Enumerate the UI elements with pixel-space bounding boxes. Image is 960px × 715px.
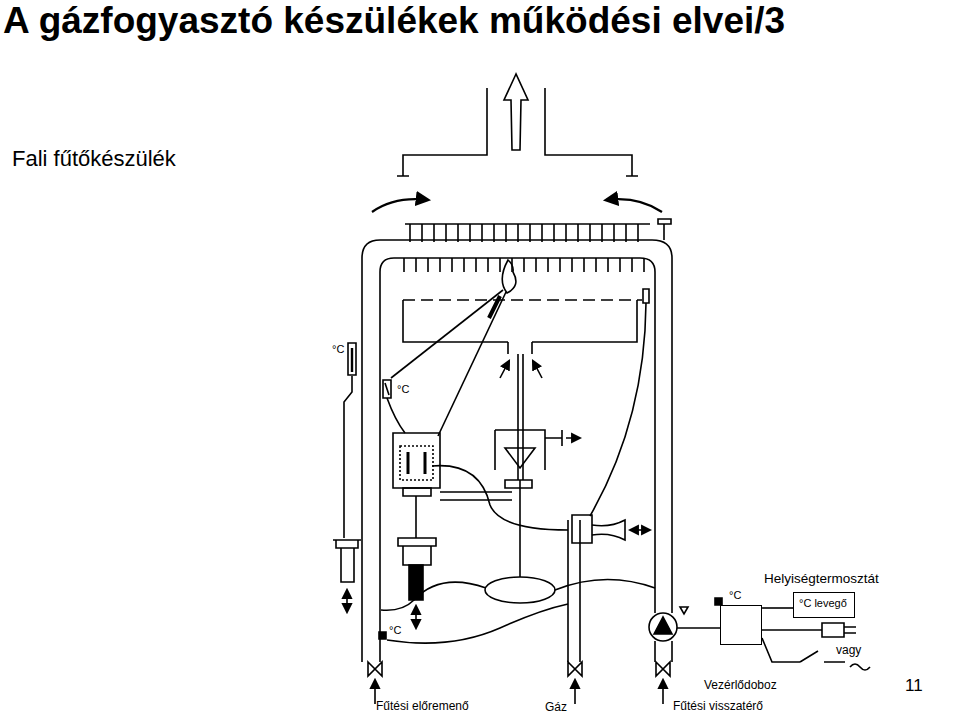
control-wiring	[715, 598, 722, 605]
page-number: 11	[905, 677, 923, 696]
safety-valve	[333, 540, 361, 612]
control-wiring	[844, 627, 856, 633]
gas-valve	[398, 538, 436, 546]
circulation-pump	[649, 613, 677, 641]
water-pressure-switch	[387, 604, 568, 643]
thermometer-symbol	[348, 343, 356, 375]
water-pipe	[362, 240, 672, 662]
circulation-pump	[649, 607, 688, 641]
burner	[508, 342, 532, 480]
gas-valve	[403, 546, 431, 565]
flue-hood	[397, 88, 638, 176]
flue-gas-arrow	[372, 199, 428, 212]
gas-nozzle	[572, 515, 592, 543]
gas-valve	[408, 452, 425, 474]
flame	[489, 260, 516, 318]
pipe-label: Gáz	[545, 701, 567, 714]
heat-exchanger	[404, 258, 644, 272]
burner	[500, 361, 509, 378]
gas-valve	[393, 433, 440, 628]
gas-valve	[409, 565, 423, 600]
box-text: °C levegő	[794, 593, 852, 613]
gas-pipe	[440, 492, 512, 500]
thermometer-symbol	[385, 383, 389, 395]
control-wiring	[762, 638, 845, 662]
thermometer-symbol	[383, 380, 391, 398]
pressure-regulator	[505, 448, 535, 468]
circulation-pump	[654, 617, 672, 634]
box-label: Vezérlődoboz	[704, 679, 777, 692]
shutoff-valve	[368, 662, 382, 704]
heat-exchanger	[404, 224, 650, 272]
burner	[533, 361, 542, 378]
shutoff-valve	[568, 662, 582, 704]
gas-valve	[393, 433, 440, 488]
water-pressure-switch	[379, 480, 655, 643]
gas-pipe	[432, 466, 580, 662]
safety-valve	[333, 540, 361, 582]
page-title: A gázfogyasztó készülékek működési elvei…	[3, 1, 785, 42]
pipe-label: Fűtési visszatérő	[673, 700, 763, 713]
unit-label: °C	[332, 343, 344, 355]
unit-label: °C	[397, 383, 409, 395]
water-pressure-switch	[555, 579, 655, 590]
switch-note: vagy	[836, 644, 861, 657]
water-pressure-switch	[381, 582, 486, 610]
box-heading: Helyiségtermosztát	[764, 572, 879, 587]
burner	[643, 289, 649, 303]
unit-label: °C	[389, 624, 401, 636]
control-wiring	[762, 629, 822, 631]
water-pipe	[380, 258, 655, 662]
water-pipe	[362, 219, 672, 662]
unit-label: °C	[729, 589, 741, 601]
pressure-regulator	[495, 430, 580, 470]
safety-valve	[346, 590, 348, 612]
thermometer-symbol	[351, 348, 353, 372]
thermometer-symbol	[348, 343, 391, 398]
sensor-wire	[438, 292, 506, 436]
gas-nozzle	[572, 515, 650, 543]
water-pipe	[658, 219, 671, 240]
gas-nozzle	[630, 529, 650, 531]
subtitle: Fali fűtőkészülék	[12, 147, 176, 171]
pressure-regulator	[545, 430, 580, 446]
gas-pipe	[432, 466, 568, 530]
burner	[403, 300, 637, 342]
control-box: Vezérlődoboz	[720, 605, 762, 645]
water-pipe	[655, 641, 672, 662]
pressure-regulator	[495, 430, 545, 470]
sensor-wire	[590, 303, 646, 516]
water-pressure-switch	[485, 577, 555, 603]
circulation-pump	[680, 607, 688, 614]
flame	[502, 260, 516, 293]
burner	[403, 299, 642, 301]
sensor-wire	[344, 376, 352, 538]
water-pressure-switch	[519, 480, 521, 577]
gas-pipe	[568, 520, 580, 662]
control-wiring	[850, 664, 870, 670]
flue-gas-arrow	[606, 199, 662, 212]
control-wiring	[677, 627, 720, 629]
flue-gas-arrow	[372, 199, 662, 212]
thermostat-box: Helyiségtermosztát°C levegő	[793, 592, 855, 618]
gas-valve	[403, 488, 431, 496]
gas-nozzle	[592, 520, 625, 540]
sensor-wire	[344, 290, 646, 538]
gas-valve	[415, 606, 417, 628]
flue-hood	[504, 74, 528, 150]
control-wiring	[822, 623, 844, 637]
sensor-wire	[387, 398, 405, 433]
gas-valve	[415, 496, 417, 538]
gas-pipe	[505, 480, 532, 488]
signal-wire	[762, 607, 793, 609]
pipe-label: Fűtési előremenő	[376, 700, 469, 713]
gas-valve	[400, 446, 433, 480]
water-pressure-switch	[379, 632, 386, 639]
shutoff-valve	[368, 662, 670, 704]
flue-hood	[397, 74, 638, 176]
shutoff-valve	[656, 662, 670, 704]
